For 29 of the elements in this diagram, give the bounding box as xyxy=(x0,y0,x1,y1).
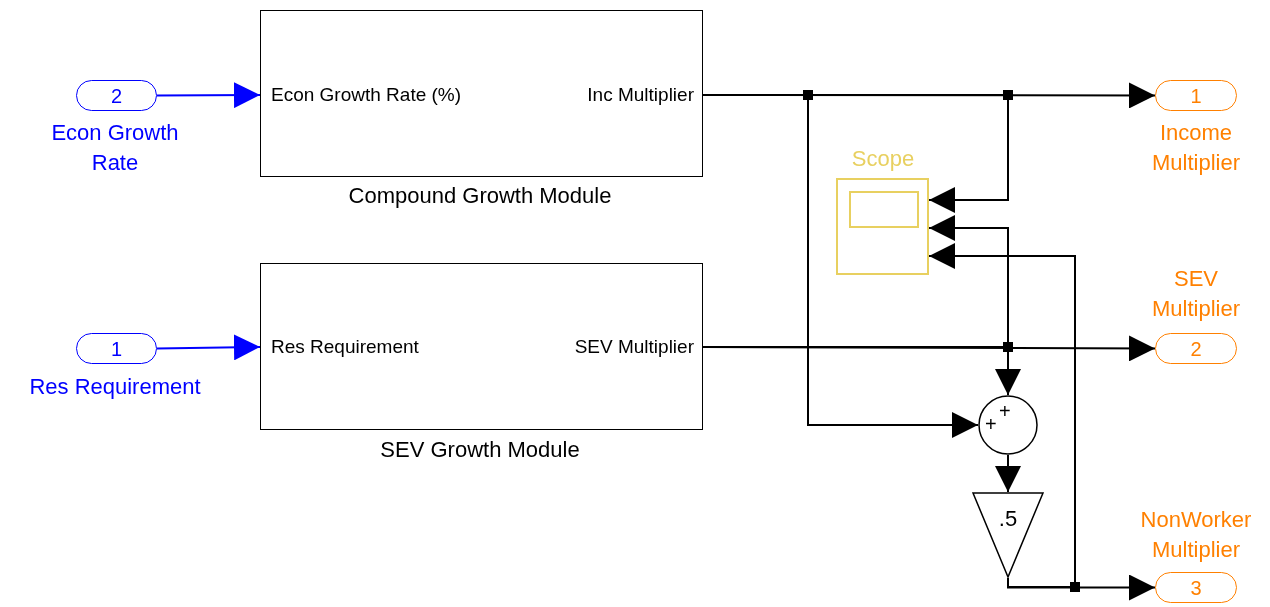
sign-label: + xyxy=(985,414,997,434)
block-caption: SEV Growth Module xyxy=(379,437,581,463)
port-label: Income Multiplier xyxy=(1151,119,1241,177)
input-port-label: Res Requirement xyxy=(271,336,419,358)
block-caption: Compound Growth Module xyxy=(347,183,613,209)
block-label: Scope xyxy=(850,146,916,172)
input-port-label: Econ Growth Rate (%) xyxy=(271,84,462,106)
port-number: 2 xyxy=(109,85,124,108)
port-number: 1 xyxy=(109,338,124,361)
port-label: NonWorker Multiplier xyxy=(1139,506,1253,564)
port-number: 2 xyxy=(1189,338,1203,361)
output-port-label: Inc Multiplier xyxy=(587,84,694,106)
port-label: Res Requirement xyxy=(28,373,202,401)
port-number: 3 xyxy=(1189,577,1203,600)
output-port-label: SEV Multiplier xyxy=(574,336,694,358)
subsystem-block xyxy=(260,263,703,430)
signal-arrow xyxy=(156,82,261,109)
subsystem-block xyxy=(260,10,703,177)
gain-value: .5 xyxy=(997,506,1019,532)
signal-arrow xyxy=(156,334,261,361)
signal-arrow xyxy=(995,454,1021,493)
signal-arrow xyxy=(928,243,1076,588)
port-number: 1 xyxy=(1189,85,1203,108)
port-label: SEV Multiplier xyxy=(1151,265,1241,323)
sum-block xyxy=(978,395,1038,455)
port-label: Econ Growth Rate xyxy=(50,119,180,177)
signal-arrow xyxy=(1007,574,1156,601)
gain-block xyxy=(972,492,1044,578)
sign-label: + xyxy=(999,401,1011,421)
